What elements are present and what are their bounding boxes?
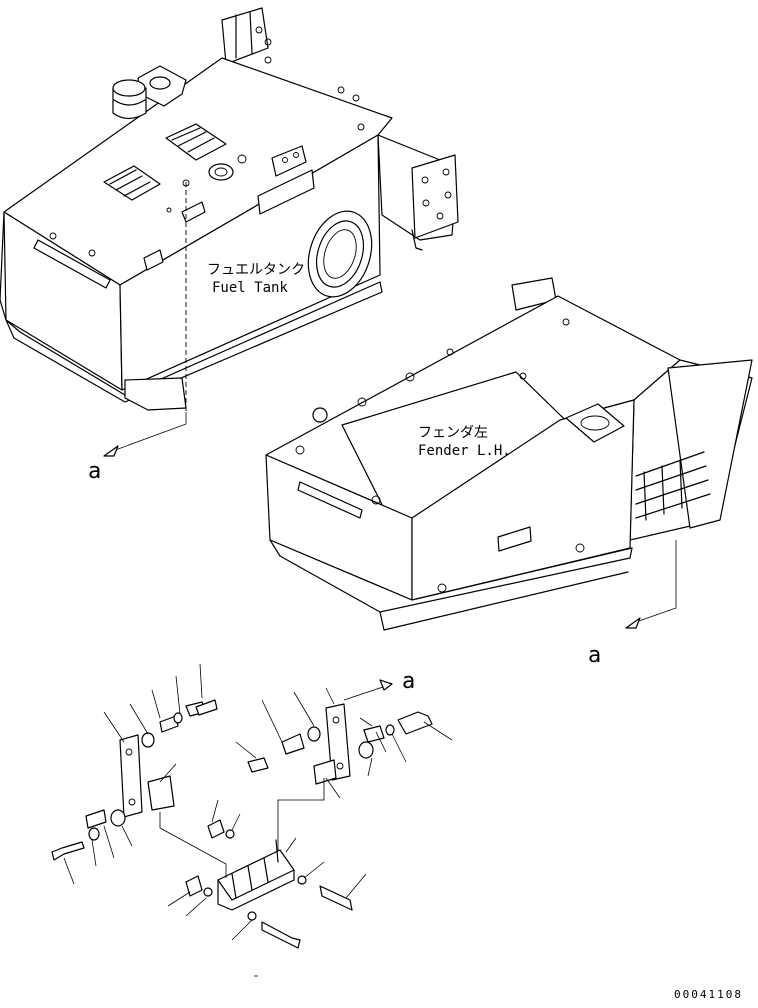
fuel-tank: フュエルタンク Fuel Tank a bbox=[0, 7, 459, 484]
drawing-number: 00041108 bbox=[674, 988, 743, 1001]
fender: フェンダ左 Fender L.H. a bbox=[265, 277, 753, 668]
hardware-exploded-view: a bbox=[51, 663, 453, 977]
fender-label-jp: フェンダ左 bbox=[418, 425, 488, 441]
fuel-tank-label-jp: フュエルタンク bbox=[207, 262, 305, 278]
fender-label-en: Fender L.H. bbox=[418, 443, 511, 459]
reference-a-label: a bbox=[88, 459, 101, 484]
fuel-tank-label-en: Fuel Tank bbox=[212, 280, 288, 296]
reference-a-label: a bbox=[402, 669, 415, 694]
reference-a-label: a bbox=[588, 643, 601, 668]
